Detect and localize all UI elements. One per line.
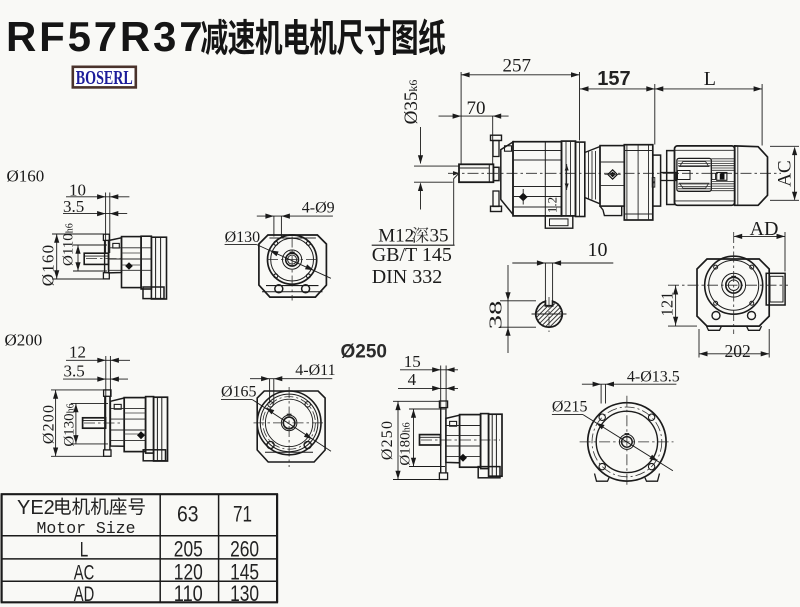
svg-text:4-Ø11: 4-Ø11 <box>295 362 335 379</box>
svg-text:DIN 332: DIN 332 <box>372 266 443 288</box>
svg-text:71: 71 <box>233 502 252 527</box>
svg-text:70: 70 <box>467 98 486 119</box>
svg-text:AC: AC <box>74 561 95 584</box>
svg-text:Ø130: Ø130 <box>225 229 261 246</box>
svg-text:120: 120 <box>174 559 203 584</box>
svg-text:110: 110 <box>174 581 203 606</box>
svg-text:15: 15 <box>404 352 421 371</box>
svg-text:260: 260 <box>230 537 259 562</box>
svg-text:35: 35 <box>430 226 449 247</box>
svg-text:RF57R37: RF57R37 <box>6 13 205 60</box>
svg-text:Ø160: Ø160 <box>39 244 58 287</box>
svg-text:10: 10 <box>588 239 608 261</box>
svg-text:L: L <box>80 539 89 562</box>
svg-text:L: L <box>704 68 716 90</box>
svg-text:Ø200: Ø200 <box>41 404 58 444</box>
svg-text:257: 257 <box>503 56 532 77</box>
svg-text:3.5: 3.5 <box>63 197 84 216</box>
svg-text:Ø165: Ø165 <box>221 384 257 401</box>
svg-text:AC: AC <box>774 160 795 186</box>
svg-text:AD: AD <box>750 218 779 240</box>
svg-text:3.5: 3.5 <box>64 361 85 380</box>
svg-text:1.2: 1.2 <box>545 197 560 213</box>
svg-text:145: 145 <box>230 559 259 584</box>
svg-text:121: 121 <box>658 292 677 317</box>
svg-text:10: 10 <box>69 181 86 200</box>
svg-text:205: 205 <box>174 537 203 562</box>
svg-text:M12: M12 <box>378 226 414 247</box>
svg-text:Ø200: Ø200 <box>5 331 43 350</box>
svg-text:Ø110h6: Ø110h6 <box>61 223 77 266</box>
svg-text:Ø130h6: Ø130h6 <box>62 403 78 446</box>
svg-text:12: 12 <box>69 342 86 361</box>
svg-text:38: 38 <box>487 301 506 330</box>
svg-text:157: 157 <box>597 68 630 90</box>
svg-text:130: 130 <box>230 581 259 606</box>
svg-text:Ø35k6: Ø35k6 <box>401 80 422 125</box>
svg-text:Ø250: Ø250 <box>379 420 396 460</box>
svg-text:Ø215: Ø215 <box>552 399 588 416</box>
svg-text:4-Ø13.5: 4-Ø13.5 <box>627 368 680 385</box>
svg-text:4: 4 <box>408 370 417 389</box>
svg-text:Ø160: Ø160 <box>7 166 45 185</box>
svg-text:Ø180h6: Ø180h6 <box>398 422 414 465</box>
svg-text:63: 63 <box>177 502 199 527</box>
svg-text:202: 202 <box>725 341 751 361</box>
svg-text:BOSERL: BOSERL <box>76 68 133 89</box>
svg-text:AD: AD <box>74 583 95 606</box>
svg-text:GB/T 145: GB/T 145 <box>372 244 452 266</box>
svg-text:4-Ø9: 4-Ø9 <box>302 200 335 217</box>
svg-text:Motor Size: Motor Size <box>36 519 135 538</box>
svg-text:YE2: YE2 <box>17 497 55 519</box>
svg-text:Ø250: Ø250 <box>341 342 387 363</box>
